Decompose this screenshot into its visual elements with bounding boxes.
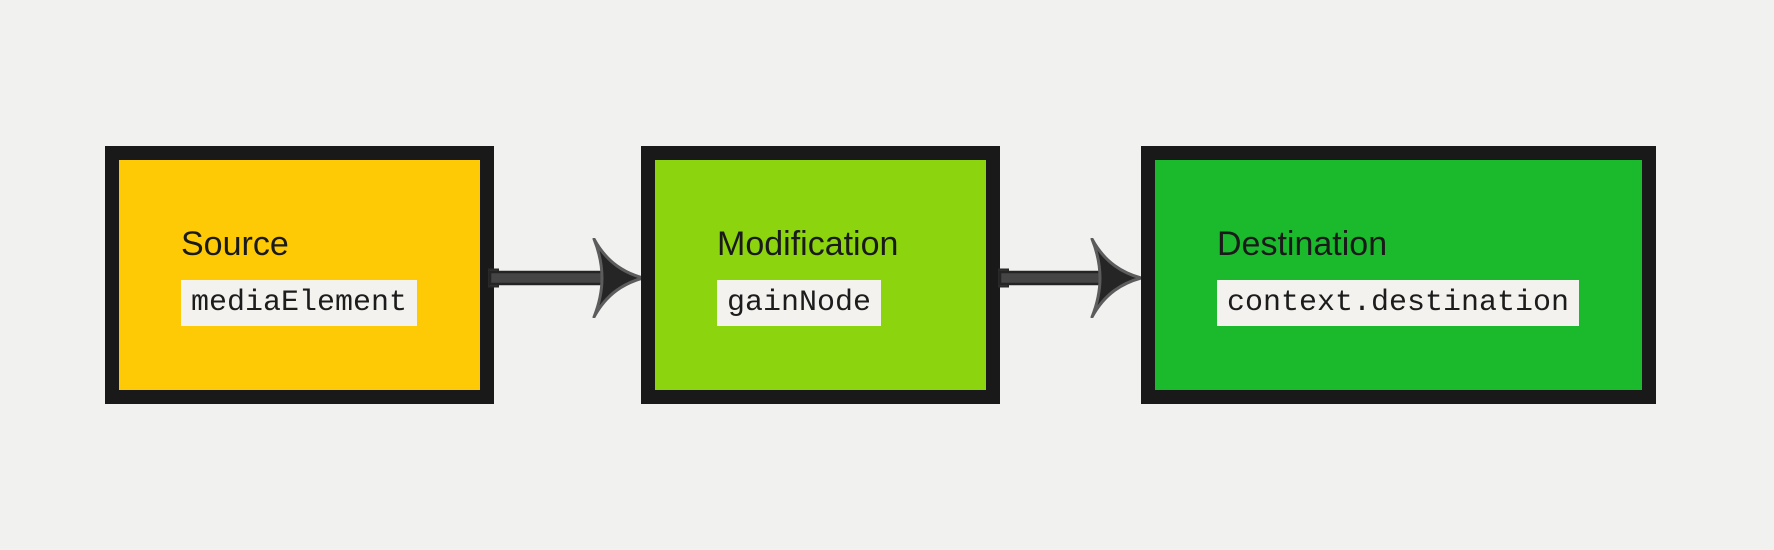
arrow-head <box>1090 238 1143 318</box>
node-source: Source mediaElement <box>105 146 494 404</box>
node-modification-label: Modification <box>717 225 899 263</box>
node-destination-label: Destination <box>1217 225 1388 263</box>
flow-arrow-icon <box>998 238 1143 318</box>
node-destination-code-badge: context.destination <box>1217 280 1580 326</box>
node-modification: Modification gainNode <box>641 146 1000 404</box>
node-source-code-badge: mediaElement <box>181 280 418 326</box>
arrow-shaft <box>488 270 604 286</box>
flow-arrow-icon <box>488 238 645 318</box>
arrow-shaft <box>998 270 1102 286</box>
arrow-head <box>592 238 645 318</box>
node-destination: Destination context.destination <box>1141 146 1656 404</box>
node-modification-code-badge: gainNode <box>717 280 882 326</box>
node-source-label: Source <box>181 225 289 263</box>
